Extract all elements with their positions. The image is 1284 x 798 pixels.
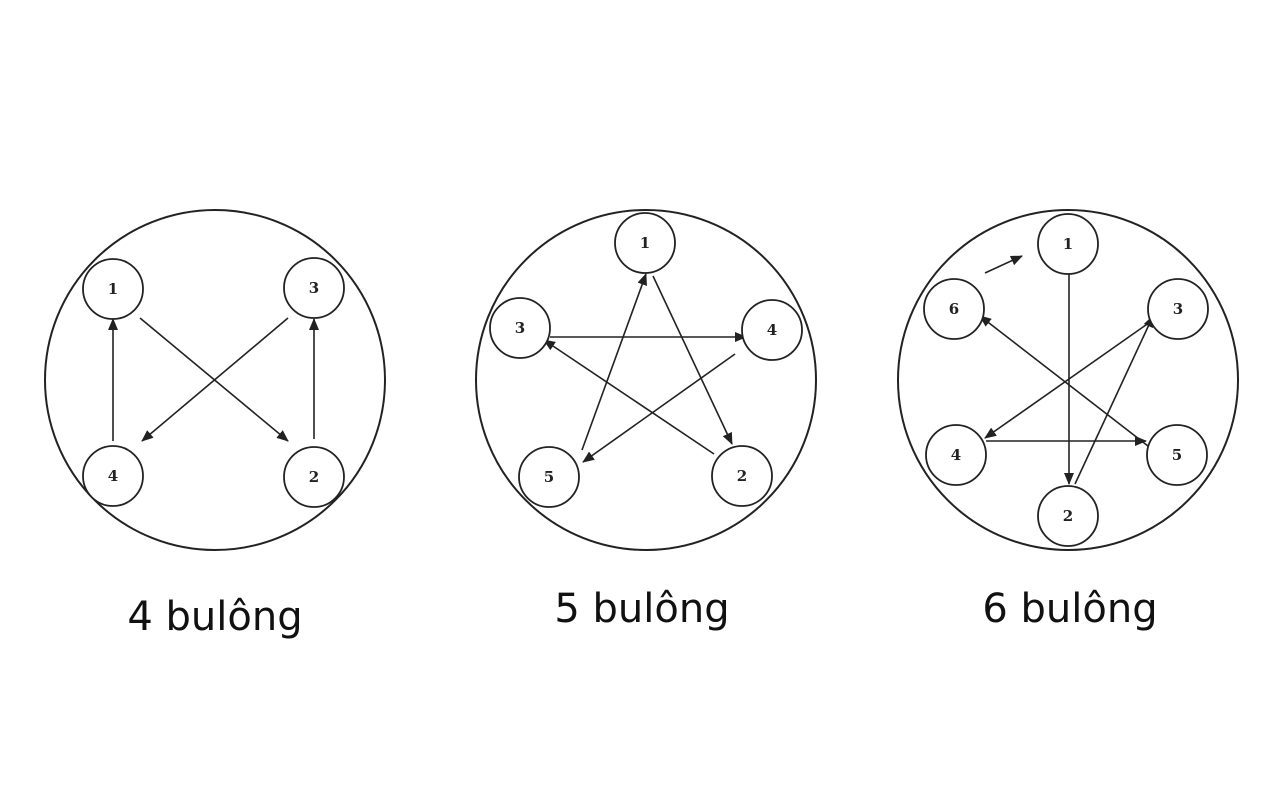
arrow-3-to-4 — [984, 319, 1154, 439]
flange-circle — [475, 209, 817, 551]
bolt-1: 1 — [82, 258, 144, 320]
bolt-label: 4 — [108, 467, 118, 485]
bolt-3: 3 — [1147, 278, 1209, 340]
arrow-3-to-4 — [141, 317, 289, 442]
bolt-5: 5 — [1146, 424, 1208, 486]
arrow-5-to-1 — [581, 273, 647, 451]
bolt-4: 4 — [82, 445, 144, 507]
bolt-label: 4 — [767, 321, 777, 339]
sequence-arrows — [979, 255, 1154, 485]
diagram-6-bolts: 1 2 3 4 5 6 6 bulông — [897, 209, 1239, 632]
arrow-5-to-6 — [979, 315, 1149, 447]
bolt-4: 4 — [741, 299, 803, 361]
bolt-label: 5 — [1172, 446, 1182, 464]
diagram-caption: 6 bulông — [982, 586, 1157, 632]
bolt-label: 6 — [949, 300, 959, 318]
diagram-caption: 4 bulông — [127, 594, 302, 640]
bolt-label: 2 — [309, 468, 319, 486]
flange-circle — [44, 209, 386, 551]
diagram-5-bolts: 1 2 3 4 5 5 bulông — [475, 209, 817, 632]
bolt-2: 2 — [1037, 485, 1099, 547]
bolt-label: 2 — [737, 467, 747, 485]
bolt-label: 4 — [951, 446, 961, 464]
bolt-6: 6 — [923, 278, 985, 340]
bolt-label: 2 — [1063, 507, 1073, 525]
bolt-3: 3 — [283, 257, 345, 319]
bolt-label: 3 — [515, 319, 525, 337]
bolt-label: 1 — [108, 280, 118, 298]
bolt-4: 4 — [925, 424, 987, 486]
sequence-arrows — [108, 317, 319, 442]
arrow-4-to-5 — [582, 353, 736, 463]
bolt-5: 5 — [518, 446, 580, 508]
diagram-4-bolts: 1 2 3 4 4 bulông — [44, 209, 386, 640]
bolt-2: 2 — [283, 446, 345, 508]
bolt-label: 1 — [1063, 235, 1073, 253]
bolt-1: 1 — [614, 212, 676, 274]
arrow-1-to-2 — [652, 275, 733, 445]
bolt-3: 3 — [489, 297, 551, 359]
bolt-1: 1 — [1037, 213, 1099, 275]
diagram-caption: 5 bulông — [554, 586, 729, 632]
arrow-6-to-1 — [984, 255, 1023, 274]
bolt-2: 2 — [711, 445, 773, 507]
flange-circle — [897, 209, 1239, 551]
bolt-label: 1 — [640, 234, 650, 252]
bolt-label: 3 — [1173, 300, 1183, 318]
bolt-label: 3 — [309, 279, 319, 297]
arrow-2-to-3 — [1074, 315, 1154, 485]
bolt-label: 5 — [544, 468, 554, 486]
arrow-2-to-3 — [543, 339, 715, 455]
sequence-arrows — [543, 273, 747, 463]
